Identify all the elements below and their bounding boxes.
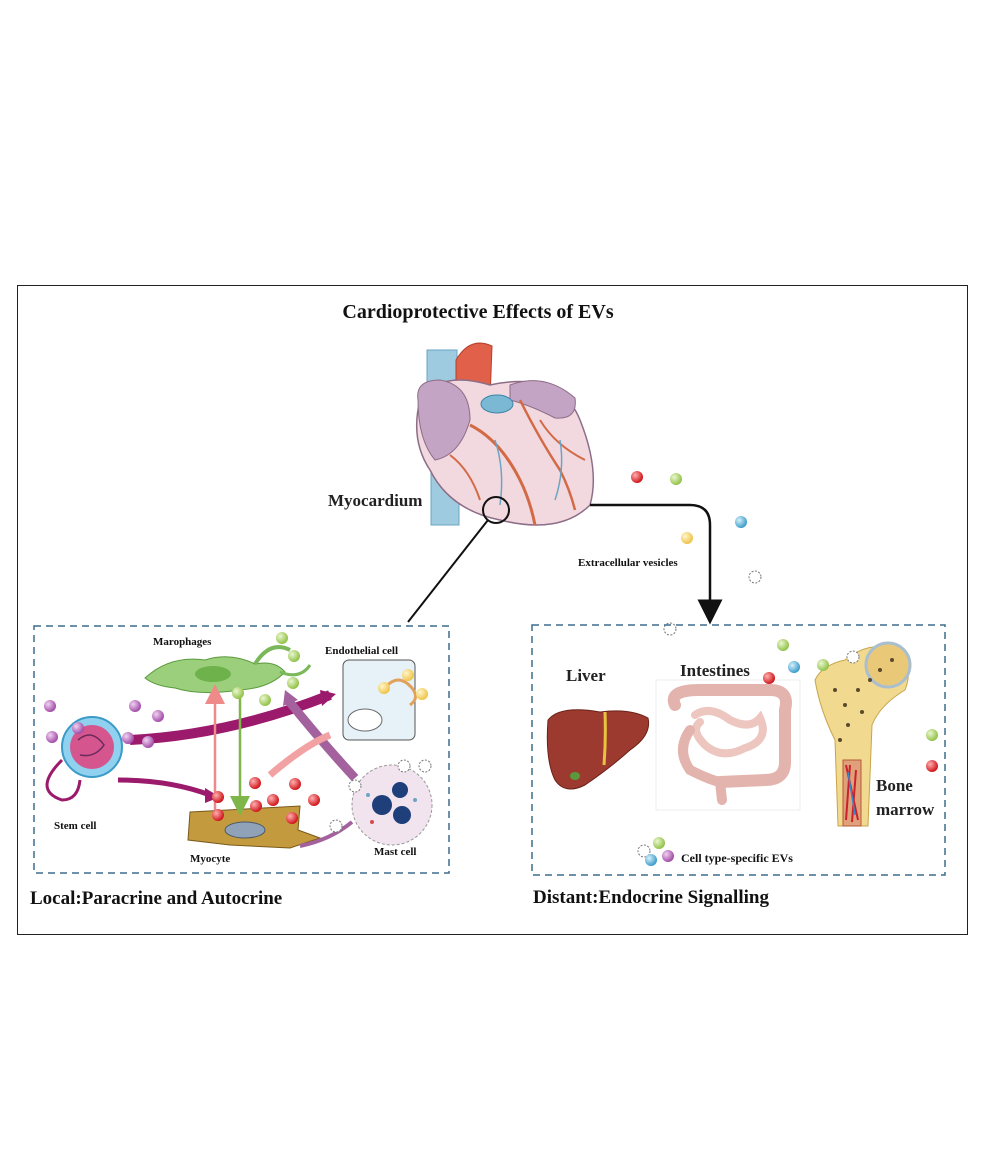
distant-vesicles — [763, 639, 938, 772]
ev-label: Extracellular vesicles — [578, 557, 678, 569]
zoom-connector — [407, 519, 489, 623]
endothelial-cell — [342, 659, 417, 741]
distant-caption: Distant:Endocrine Signalling — [533, 887, 769, 908]
intestines-organ — [655, 679, 801, 811]
macrophage-cell — [144, 645, 312, 694]
endocrine-arrow — [590, 503, 723, 625]
figure-frame — [17, 285, 968, 935]
local-panel — [33, 625, 450, 874]
bone-label-line2: marrow — [876, 800, 935, 819]
mast-cell — [351, 764, 433, 846]
circulating-vesicles — [631, 471, 762, 636]
local-caption: Local:Paracrine and Autocrine — [30, 888, 282, 909]
bone-label-line1: Bone — [876, 776, 913, 795]
liver-label: Liver — [566, 666, 606, 685]
heart-label: Myocardium — [328, 491, 422, 510]
liver-organ — [546, 709, 650, 790]
bone-organ — [814, 641, 912, 827]
paracrine-arrows — [117, 684, 359, 848]
local-vesicles — [44, 632, 432, 833]
stem-cell — [45, 716, 123, 802]
endothelial-label: Endothelial cell — [325, 645, 398, 657]
macrophages-label: Marophages — [153, 636, 212, 648]
heart-illustration — [415, 342, 595, 526]
figure-title: Cardioprotective Effects of EVs — [342, 301, 613, 323]
mast-label: Mast cell — [374, 846, 416, 858]
intestines-label: Intestines — [680, 661, 750, 680]
myocyte-label: Myocyte — [190, 853, 230, 865]
distant-panel — [531, 624, 946, 876]
stem-label: Stem cell — [54, 820, 96, 832]
ev-legend — [637, 837, 674, 866]
legend-label: Cell type-specific EVs — [681, 851, 793, 865]
